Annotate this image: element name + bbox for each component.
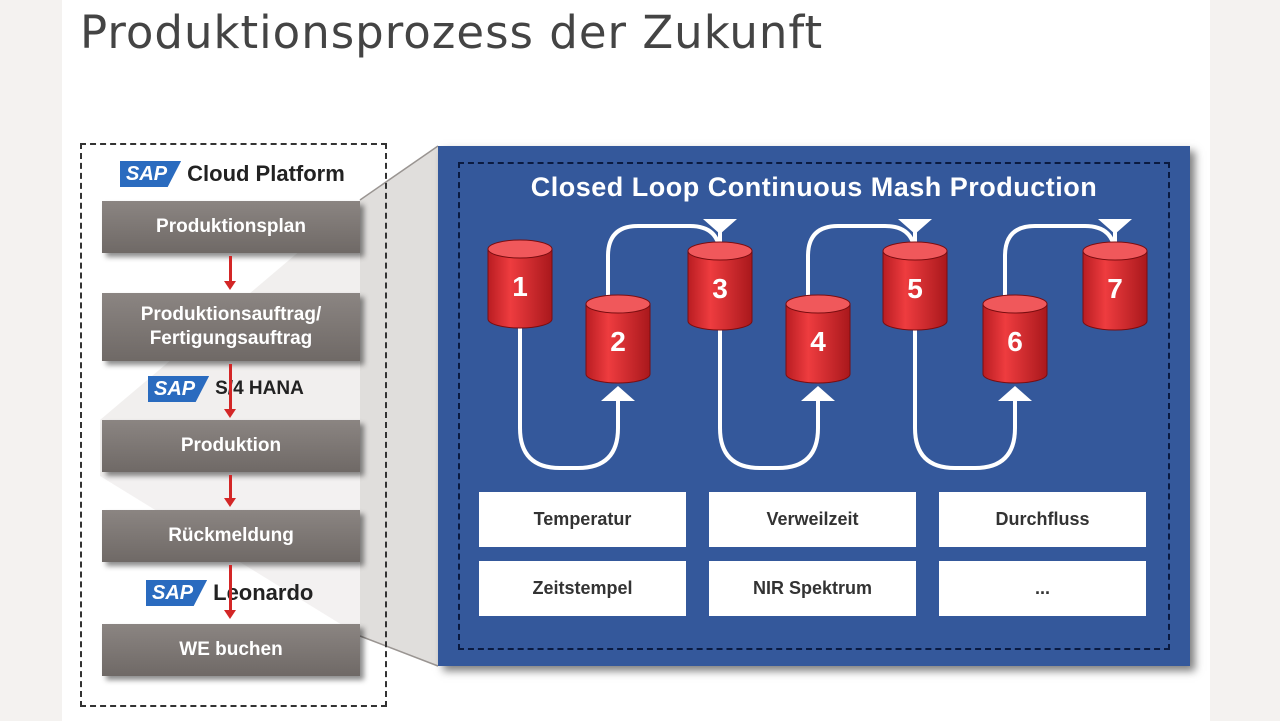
platform-name: Cloud Platform xyxy=(187,161,345,186)
arrow-up-icon xyxy=(601,386,635,401)
vessel-1: 1 xyxy=(487,239,553,329)
arrow-down-icon xyxy=(224,498,236,507)
flow-arrow-line xyxy=(229,475,232,499)
arrow-down-icon xyxy=(224,409,236,418)
step-we-buchen: WE buchen xyxy=(102,624,360,676)
vessel-number: 2 xyxy=(610,326,626,357)
vessels: 1 2 3 4 5 6 7 xyxy=(487,239,1148,384)
flow-arrow-line xyxy=(229,565,232,611)
sap-cloud-platform-label: SAP Cloud Platform xyxy=(120,161,345,187)
arrow-down-icon xyxy=(703,219,737,234)
sap-logo-icon: SAP xyxy=(148,376,210,402)
step-produktionsauftrag: Produktionsauftrag/ Fertigungsauftrag xyxy=(102,293,360,361)
param-temperatur: Temperatur xyxy=(479,492,686,547)
step-produktionsplan: Produktionsplan xyxy=(102,201,360,253)
flow-arrow-line xyxy=(229,364,232,410)
vessel-flow-diagram: 1 2 3 4 5 6 7 xyxy=(487,219,1148,470)
vessel-number: 5 xyxy=(907,273,923,304)
vessel-5: 5 xyxy=(882,241,948,331)
param-zeitstempel: Zeitstempel xyxy=(479,561,686,616)
vessel-number: 1 xyxy=(512,271,528,302)
arrow-down-icon xyxy=(224,281,236,290)
flow-arrow-line xyxy=(229,256,232,282)
step-rueckmeldung: Rückmeldung xyxy=(102,510,360,562)
flow-pipe xyxy=(718,319,820,470)
step-produktion: Produktion xyxy=(102,420,360,472)
arrow-up-icon xyxy=(998,386,1032,401)
arrow-down-icon xyxy=(1098,219,1132,234)
param-ellipsis: ... xyxy=(939,561,1146,616)
flow-pipe xyxy=(913,319,1017,470)
param-verweilzeit: Verweilzeit xyxy=(709,492,916,547)
vessel-number: 3 xyxy=(712,273,728,304)
left-margin xyxy=(0,0,62,721)
process-column xyxy=(80,143,387,707)
platform-name: S/4 HANA xyxy=(215,378,304,399)
vessel-6: 6 xyxy=(982,294,1048,384)
arrow-down-icon xyxy=(898,219,932,234)
param-nir-spektrum: NIR Spektrum xyxy=(709,561,916,616)
page-title: Produktionsprozess der Zukunft xyxy=(80,6,824,59)
sap-logo-icon: SAP xyxy=(146,580,208,606)
panel-title: Closed Loop Continuous Mash Production xyxy=(530,172,1098,202)
arrow-up-icon xyxy=(801,386,835,401)
vessel-2: 2 xyxy=(585,294,651,384)
arrow-down-icon xyxy=(224,610,236,619)
vessel-number: 6 xyxy=(1007,326,1023,357)
mash-production-panel: Closed Loop Continuous Mash Production 1… xyxy=(438,146,1190,666)
param-durchfluss: Durchfluss xyxy=(939,492,1146,547)
panel-dashed-frame xyxy=(458,162,1170,650)
flow-pipe xyxy=(518,317,620,470)
sap-s4-hana-label: SAP S/4 HANA xyxy=(148,376,304,402)
right-margin xyxy=(1210,0,1280,721)
vessel-7: 7 xyxy=(1082,241,1148,331)
vessel-number: 7 xyxy=(1107,273,1123,304)
vessel-number: 4 xyxy=(810,326,826,357)
vessel-3: 3 xyxy=(687,241,753,331)
vessel-4: 4 xyxy=(785,294,851,384)
sap-logo-icon: SAP xyxy=(120,161,182,187)
